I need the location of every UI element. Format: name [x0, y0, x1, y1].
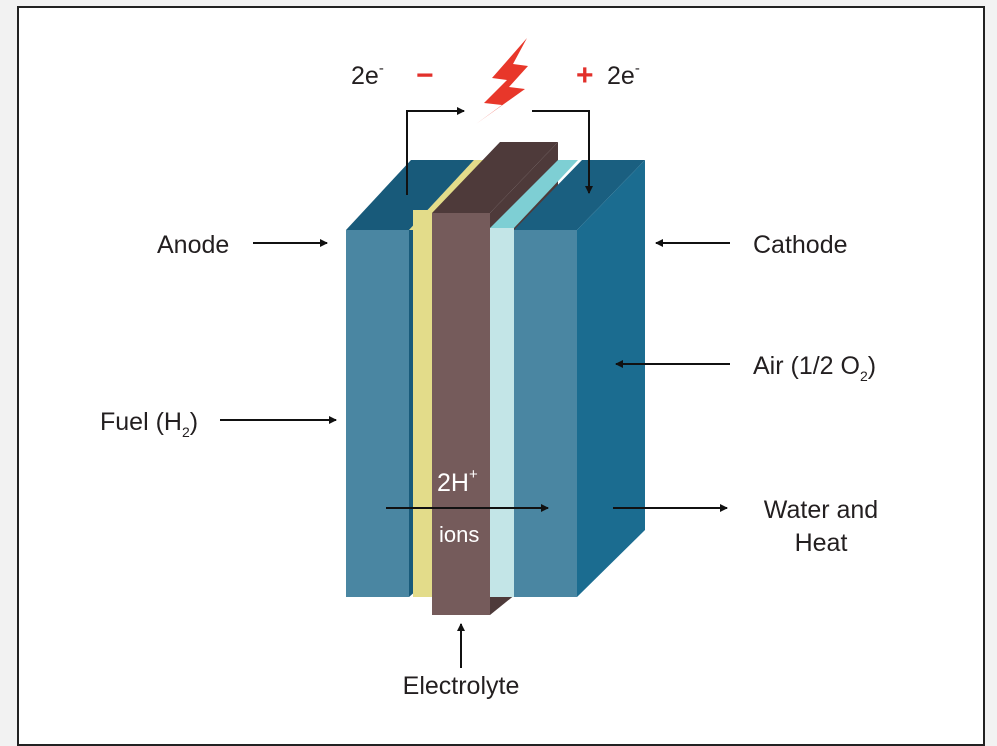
- electron-label-left: 2e-: [351, 60, 384, 90]
- anode-front-face: [346, 230, 409, 597]
- lightning-bolt-icon: [476, 38, 528, 124]
- fuel-cell-stack: [346, 142, 645, 615]
- electron-flow-left-arrow: [406, 107, 465, 195]
- cathode-side-face: [577, 160, 645, 597]
- electron-flow-right-arrow: [532, 110, 593, 194]
- ions-label: ions: [439, 522, 479, 547]
- cathode-catalyst-layer: [490, 228, 514, 597]
- anode-label: Anode: [157, 231, 229, 259]
- water-heat-label-line2: Heat: [795, 529, 848, 557]
- fuel-label: Fuel (H2): [100, 408, 198, 440]
- positive-terminal-sign: +: [576, 59, 594, 92]
- negative-terminal-sign: −: [416, 59, 434, 92]
- air-label: Air (1/2 O2): [753, 352, 876, 384]
- cathode-front-face: [514, 230, 577, 597]
- anode-top-face: [346, 160, 474, 230]
- ion-label: 2H+: [437, 466, 478, 497]
- electrolyte-front-face: [432, 213, 490, 615]
- electrolyte-label: Electrolyte: [403, 672, 520, 700]
- cathode-label: Cathode: [753, 231, 848, 259]
- cathode-catalyst-top: [490, 160, 578, 228]
- electron-label-right: 2e-: [607, 60, 640, 90]
- anode-catalyst-layer: [413, 210, 432, 597]
- electrolyte-top-face: [432, 142, 558, 213]
- cathode-top-face: [514, 160, 645, 230]
- fuel-cell-diagram: 2e- − + 2e- Anode Cathode Air (1/2 O2) F…: [100, 38, 878, 700]
- water-heat-label-line1: Water and: [764, 496, 878, 524]
